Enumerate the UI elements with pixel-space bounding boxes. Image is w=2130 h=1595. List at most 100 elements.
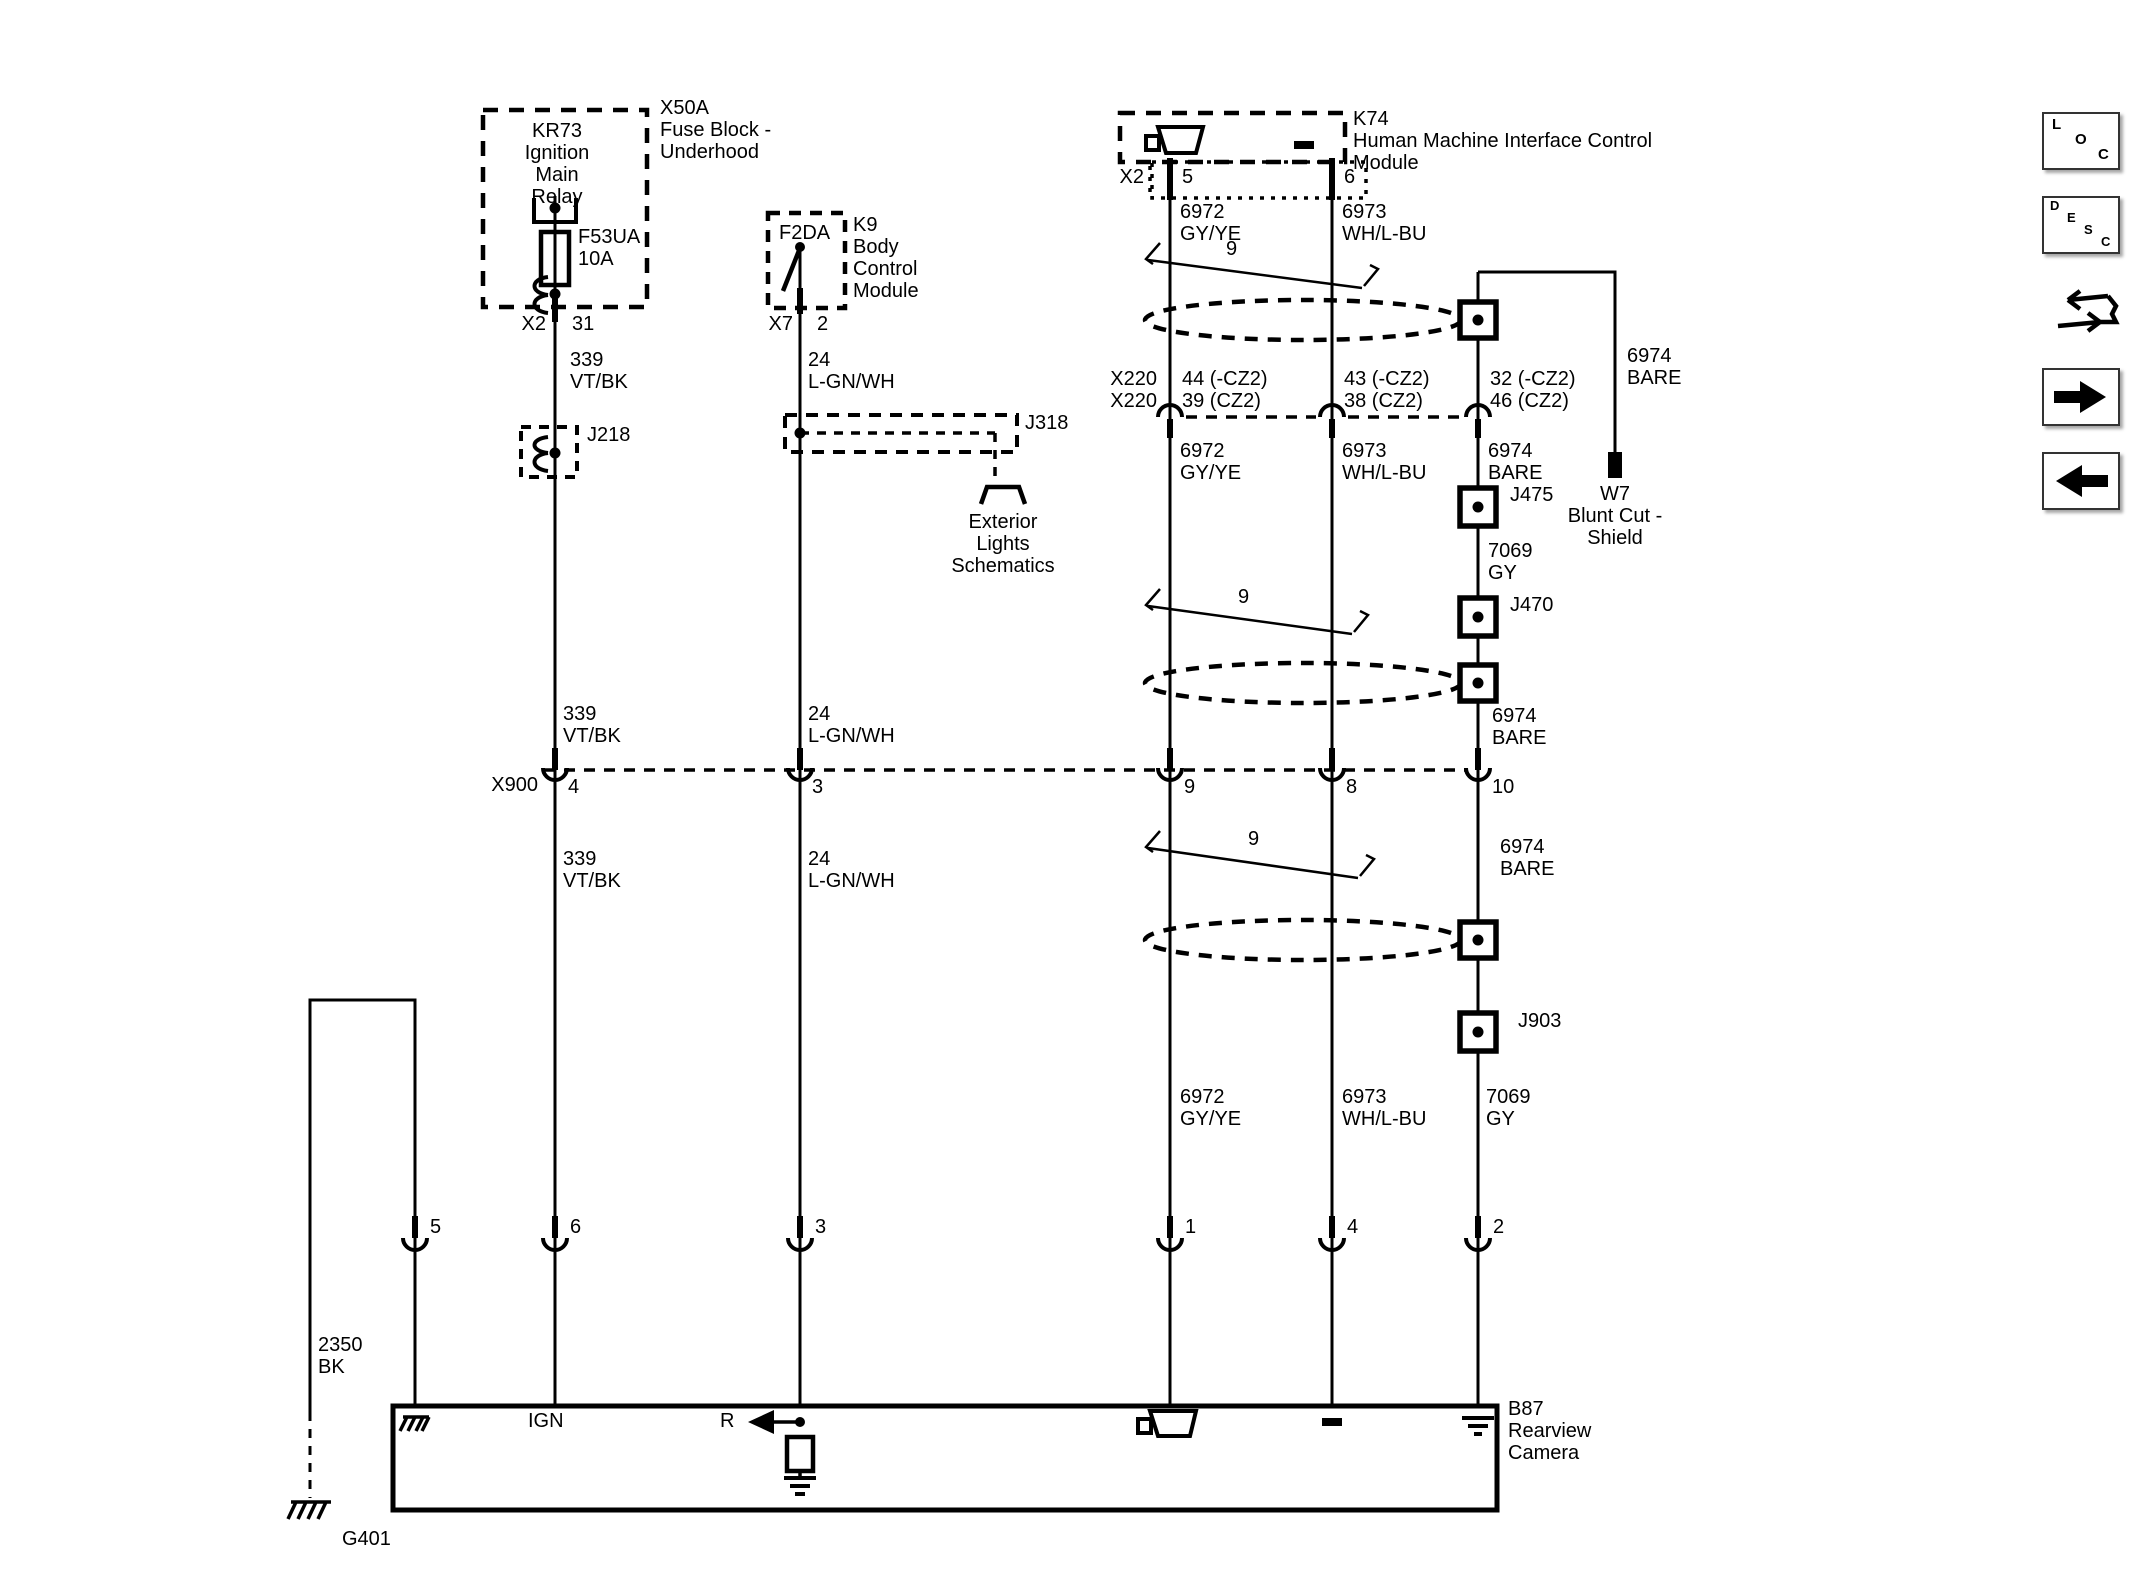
camera-pin-4: 4 — [1347, 1216, 1359, 1238]
camera-pin-6: 6 — [570, 1216, 582, 1238]
bcm-box — [765, 210, 848, 311]
shield-ellipse-2 — [1142, 660, 1464, 706]
fuse-label: F53UA 10A — [578, 226, 641, 270]
splice-dots — [1472, 314, 1484, 1038]
twist-label-2: 9 — [1238, 586, 1250, 608]
camera-title: B87 Rearview Camera — [1508, 1398, 1592, 1464]
hmi-camera-icon — [1144, 125, 1206, 155]
x220-pins-b: 43 (-CZ2)38 (CZ2) — [1344, 368, 1430, 412]
camera-reverse-input — [748, 1410, 816, 1496]
fuse-block-pin: 31 — [572, 313, 595, 335]
camera-video-icon — [1136, 1409, 1199, 1438]
camera-ign-label: IGN — [528, 1410, 564, 1432]
shield-ellipse-1 — [1142, 297, 1464, 343]
reverse-arrow-icon — [748, 1410, 774, 1434]
schematic-navigate-button[interactable] — [2042, 282, 2122, 346]
back-button[interactable] — [2042, 452, 2120, 510]
camera-chassis-ground-icon — [398, 1415, 431, 1432]
hmi-connector: X2 — [1119, 166, 1144, 188]
bcm-fuse-element — [780, 242, 805, 292]
splice-j903-label: J903 — [1518, 1010, 1562, 1032]
ground-g401-label: G401 — [342, 1528, 391, 1550]
x900-pin-10: 10 — [1492, 776, 1515, 798]
shield-ellipse-3 — [1142, 917, 1464, 963]
splice-j470-label: J470 — [1510, 594, 1554, 616]
loc-button[interactable]: L O C — [2042, 112, 2120, 170]
splice-j218-clip — [532, 435, 561, 473]
connector-x220-label: X220 X220 — [1110, 368, 1157, 412]
x220-pins-c: 32 (-CZ2)46 (CZ2) — [1490, 368, 1576, 412]
bcm-connector: X7 — [768, 313, 793, 335]
x900-pin-4: 4 — [568, 776, 580, 798]
camera-pin-2: 2 — [1493, 1216, 1505, 1238]
camera-pin-5: 5 — [430, 1216, 442, 1238]
bcm-fuse-label: F2DA — [779, 222, 831, 244]
hmi-box — [1117, 110, 1348, 165]
loc-letter-o: O — [2075, 131, 2087, 148]
fuse-block-title: X50A Fuse Block - Underhood — [660, 97, 772, 163]
twist-label-3: 9 — [1248, 828, 1260, 850]
camera-box — [390, 1403, 1500, 1513]
offpage-exterior-lights: Exterior Lights Schematics — [951, 511, 1055, 577]
fuse-block-box — [480, 107, 650, 310]
connector-x900-row — [541, 767, 1492, 782]
camera-signal-ground-icon — [1462, 1416, 1494, 1436]
schematic-navigate-icon — [2057, 289, 2120, 333]
back-arrow-icon — [2056, 465, 2108, 497]
splice-j218-label: J218 — [587, 424, 631, 446]
splice-j318-label: J318 — [1025, 412, 1069, 434]
camera-minus-icon — [1322, 1418, 1342, 1426]
resistor-icon — [784, 1434, 816, 1474]
desc-letter-e: E — [2067, 210, 2076, 225]
loc-letter-l: L — [2052, 116, 2062, 133]
desc-letter-s: S — [2084, 222, 2093, 237]
camera-reverse-label: R — [720, 1410, 735, 1432]
relay-symbol — [532, 198, 578, 224]
twist-label-1: 9 — [1226, 238, 1238, 260]
x900-pin-9: 9 — [1184, 776, 1196, 798]
shield-splice-3 — [1457, 919, 1499, 961]
desc-button[interactable]: D E S C — [2042, 196, 2120, 254]
fuse-block-connector: X2 — [521, 313, 546, 335]
wire-2350-bk — [308, 998, 417, 1412]
desc-letter-c: C — [2101, 234, 2111, 249]
forward-arrow-icon — [2054, 381, 2106, 413]
bcm-title: K9 Body Control Module — [853, 214, 919, 302]
camera-pin-3: 3 — [815, 1216, 827, 1238]
x900-pin-8: 8 — [1346, 776, 1358, 798]
pin-ticks — [412, 158, 1481, 1238]
fuse-symbol — [538, 229, 572, 288]
camera-pin-connectors — [401, 1237, 1492, 1252]
splice-j318-dot — [794, 427, 806, 439]
splice-j318-leads — [800, 431, 997, 483]
splice-j475-label: J475 — [1510, 484, 1554, 506]
blunt-cut-icon — [1608, 452, 1622, 478]
desc-letter-d: D — [2050, 198, 2060, 213]
hmi-pin-6: 6 — [1344, 166, 1356, 188]
connector-x900-label: X900 — [491, 774, 538, 796]
hmi-pin-5: 5 — [1182, 166, 1194, 188]
x900-pin-3: 3 — [812, 776, 824, 798]
forward-button[interactable] — [2042, 368, 2120, 426]
relay-title: KR73 Ignition Main Relay — [524, 120, 590, 208]
hmi-minus-icon — [1294, 141, 1314, 149]
